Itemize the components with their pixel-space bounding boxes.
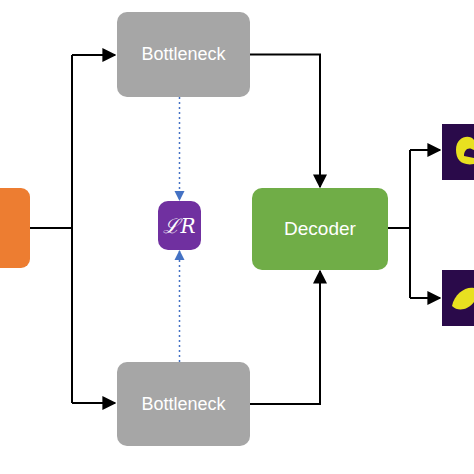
mask-blob: [456, 137, 474, 165]
loss-link: [179, 97, 181, 200]
loss-box: ℒR: [158, 201, 201, 250]
input-arrow: [72, 54, 115, 56]
node-label: Bottleneck: [141, 44, 225, 65]
split-wire: [409, 150, 411, 298]
node-label: Decoder: [284, 218, 356, 240]
decoder-box: Decoder: [252, 188, 388, 270]
bottleneck-box: Bottleneck: [117, 12, 250, 97]
output-arrow: [410, 149, 440, 151]
mask-blob: [452, 288, 474, 310]
bottleneck-box: Bottleneck: [117, 362, 250, 446]
node-label: Bottleneck: [141, 394, 225, 415]
output-arrow: [410, 297, 440, 299]
encoder-block: [0, 188, 30, 268]
output-image: [442, 270, 474, 326]
input-arrow: [72, 402, 115, 404]
node-label: ℒR: [163, 212, 195, 239]
output-image: [442, 124, 474, 180]
loss-link: [179, 251, 181, 362]
output-wire: [388, 227, 410, 229]
split-wire: [71, 55, 73, 403]
input-wire: [30, 227, 72, 229]
flow-arrow: [250, 271, 320, 404]
flow-arrow: [250, 55, 320, 188]
